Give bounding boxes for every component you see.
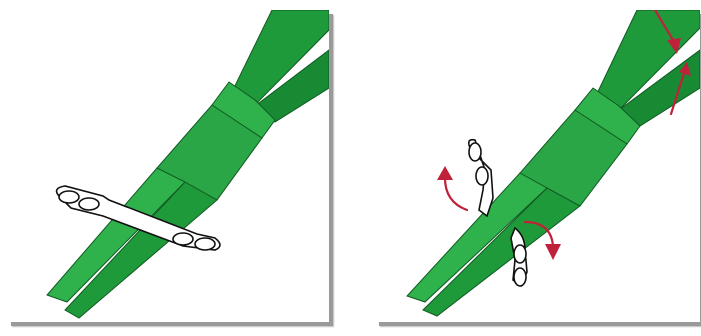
panel-grip-plate (7, 10, 329, 322)
pliers-holding-plate-icon (7, 10, 329, 322)
pliers-bending-plate-icon (375, 10, 700, 322)
arrow-left-up (445, 178, 467, 210)
panel-bend-plate (375, 10, 700, 322)
